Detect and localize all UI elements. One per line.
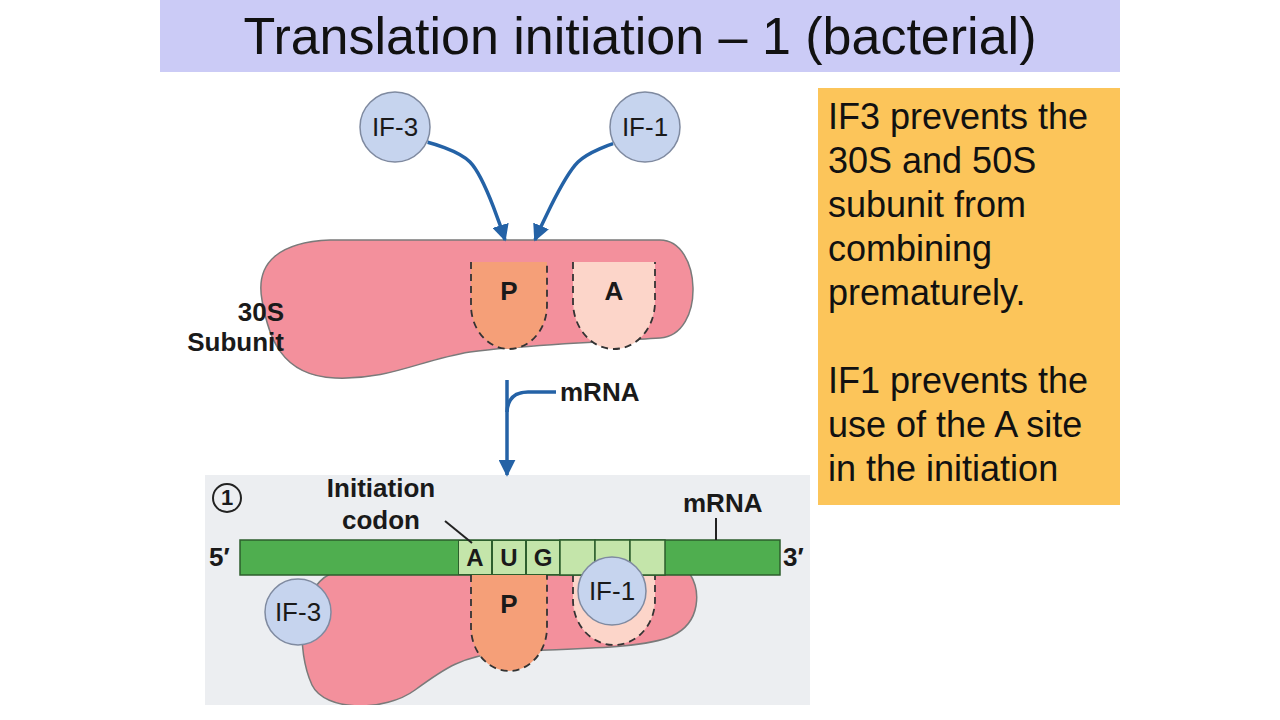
p-site: P [470,575,548,672]
leader-line [715,518,717,540]
ribosome-subunit: 30S Subunit PA [160,240,705,380]
site-outline [471,575,547,671]
node-label: IF-3 [264,578,332,646]
site-outline [573,262,655,349]
site-outline [471,262,547,349]
node-label: P [470,589,548,619]
node-label: 3′ [783,542,804,572]
factor-circle: IF-3 [359,91,431,163]
node-label: A [572,276,656,306]
factor-circle: IF-3 [264,578,332,646]
note-text: IF1 prevents the use of the A site in th… [828,359,1114,491]
codon-box: A [458,540,492,575]
node-label: U [493,541,525,574]
site-fill [471,575,547,671]
a-site-outline [572,262,656,350]
edge-label: mRNA [560,377,639,407]
node-label: 30S Subunit [160,297,284,357]
factor-circle: IF-1 [577,556,647,626]
mrna-strand: 5′ 3′ AUG [206,540,810,575]
slide-title: Translation initiation – 1 (bacterial) [160,0,1120,72]
factor-outline [578,557,646,625]
mrna-branch [507,392,556,412]
site-fill [573,262,655,349]
mrna-bar [240,540,780,575]
node-label: P [470,276,548,306]
note-text: IF3 prevents the 30S and 50S subunit fro… [828,95,1114,315]
factor-outline [610,92,680,162]
codon-box: U [492,540,526,575]
p-site: P [470,262,548,350]
factor-circle: IF-1 [609,91,681,163]
title-band: Translation initiation – 1 (bacterial) [160,0,1120,72]
a-site: A [572,262,656,350]
part-label: mRNA [683,487,773,519]
binding-arrow [505,380,509,475]
step-number: 1 [212,483,242,513]
codon-box: G [526,540,560,575]
node-label: A [459,541,491,574]
factor-outline [265,579,331,645]
node-label: IF-1 [577,556,647,626]
subunit-outline [261,240,693,378]
factor-outline [360,92,430,162]
node-label: 5′ [209,542,230,572]
p-site-outline [470,262,548,350]
node-label: IF-3 [359,91,431,163]
note-box: IF3 prevents the 30S and 50S subunit fro… [818,88,1120,505]
binding-arrow [535,144,613,240]
binding-arrow [428,142,505,240]
site-fill [471,262,547,349]
node-label: G [527,541,559,574]
leader-line [445,521,472,543]
part-label: Initiation codon [296,472,466,536]
node-label: IF-1 [609,91,681,163]
